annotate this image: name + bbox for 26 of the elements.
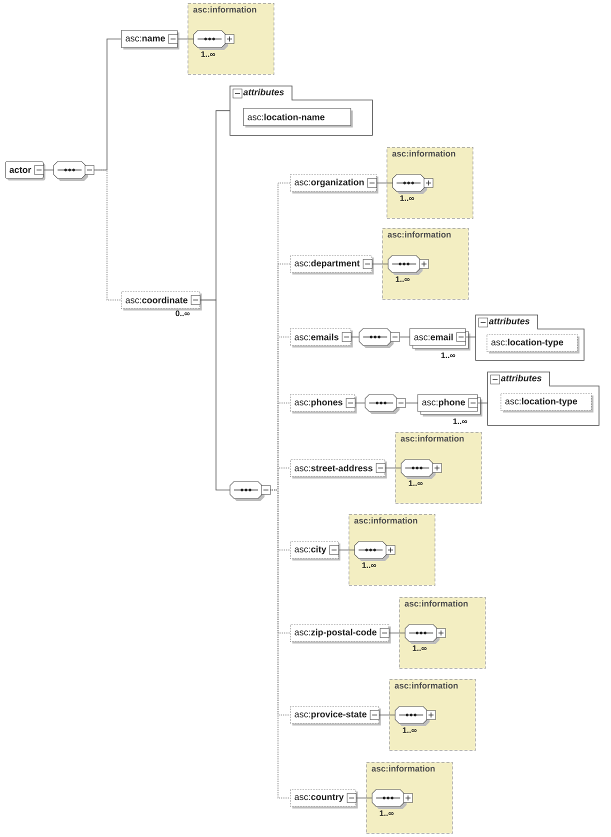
element-box: asc:location-type xyxy=(486,334,580,354)
multiplicity-label: 1..∞ xyxy=(201,51,216,57)
connector-line xyxy=(399,336,410,338)
connector-line xyxy=(177,38,194,40)
connector-line xyxy=(270,490,290,798)
connector-line xyxy=(350,336,360,338)
multiplicity-label: 1..∞ xyxy=(408,480,423,486)
multiplicity-label: 0..∞ xyxy=(176,310,190,316)
element-box: asc:location-name xyxy=(243,108,353,128)
element-box: asc:location-type xyxy=(500,393,594,412)
multiplicity-label: 1..∞ xyxy=(400,195,414,201)
connector-line xyxy=(378,714,396,716)
connector-line xyxy=(354,402,366,404)
connector-line xyxy=(405,402,418,404)
multiplicity-label: 1..∞ xyxy=(362,562,376,568)
connector-line xyxy=(388,632,406,634)
connector-line xyxy=(94,38,122,170)
multiplicity-label: 1..∞ xyxy=(441,352,456,358)
multiplicity-label: 1..∞ xyxy=(380,810,394,816)
multiplicity-label: 1..∞ xyxy=(396,276,410,282)
multiplicity-label: 1..∞ xyxy=(402,727,417,733)
connector-line xyxy=(94,170,122,300)
multiplicity-label: 1..∞ xyxy=(412,645,427,651)
multiplicity-label: 1..∞ xyxy=(453,418,468,424)
connector-line xyxy=(200,300,230,490)
connector-line xyxy=(376,182,393,184)
